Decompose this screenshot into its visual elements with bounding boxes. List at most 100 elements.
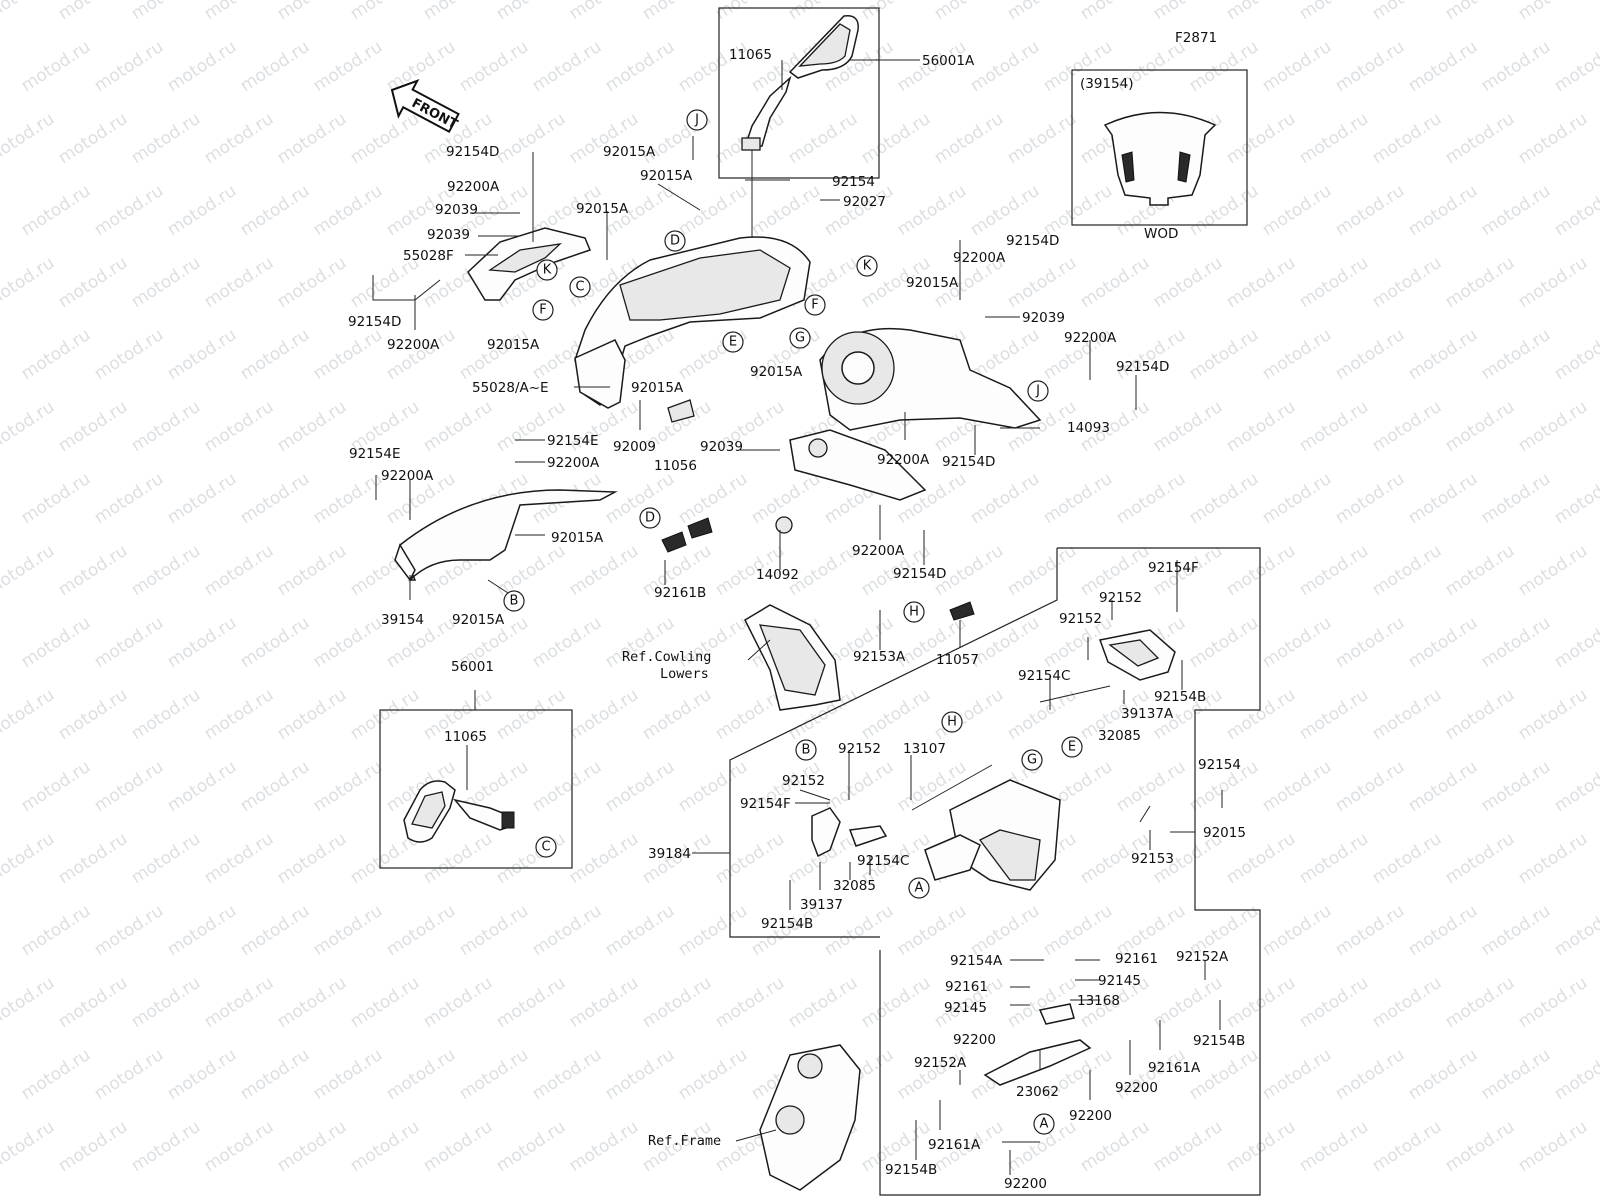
label-92039-1: 92039 xyxy=(435,202,478,218)
watermark-text: motod.ru xyxy=(1259,181,1335,240)
svg-text:E: E xyxy=(729,335,737,350)
watermark-text: motod.ru xyxy=(1004,0,1080,24)
label-92152A-1: 92152A xyxy=(1176,949,1229,965)
label-55028F: 55028F xyxy=(403,248,454,264)
watermark-text: motod.ru xyxy=(237,613,313,672)
watermark-text: motod.ru xyxy=(602,901,678,960)
svg-text:A: A xyxy=(915,881,924,896)
label-92200A-8: 92200A xyxy=(852,543,905,559)
label-92009: 92009 xyxy=(613,439,656,455)
watermark-text: motod.ru xyxy=(1296,829,1372,888)
watermark-text: motod.ru xyxy=(1332,181,1408,240)
watermark-text: motod.ru xyxy=(0,109,58,168)
watermark-text: motod.ru xyxy=(128,685,204,744)
watermark-text: motod.ru xyxy=(18,37,94,96)
watermark-text: motod.ru xyxy=(858,973,934,1032)
watermark-text: motod.ru xyxy=(1259,37,1335,96)
watermark-text: motod.ru xyxy=(566,1117,642,1176)
label-39137A: 39137A xyxy=(1121,706,1174,722)
watermark-text: motod.ru xyxy=(201,685,277,744)
watermark-text: motod.ru xyxy=(1332,1045,1408,1104)
leader-lines xyxy=(372,136,1223,1175)
watermark-text: motod.ru xyxy=(931,109,1007,168)
watermark-text: motod.ru xyxy=(639,0,715,24)
watermark-text: motod.ru xyxy=(128,973,204,1032)
watermark-text: motod.ru xyxy=(1515,397,1591,456)
watermark-text: motod.ru xyxy=(164,757,240,816)
watermark-text: motod.ru xyxy=(91,325,167,384)
watermark-text: motod.ru xyxy=(1478,1045,1554,1104)
svg-text:E: E xyxy=(1068,740,1076,755)
watermark-text: motod.ru xyxy=(1478,37,1554,96)
watermark-text: motod.ru xyxy=(201,397,277,456)
label-92154D-4: 92154D xyxy=(1116,359,1169,375)
label-56001: 56001 xyxy=(451,659,494,675)
watermark-text: motod.ru xyxy=(0,1117,58,1176)
watermark-text: motod.ru xyxy=(128,829,204,888)
watermark-text: motod.ru xyxy=(931,0,1007,24)
mirror-right-box xyxy=(718,7,880,179)
watermark-text: motod.ru xyxy=(1296,1117,1372,1176)
bolt-92153 xyxy=(1139,805,1151,823)
label-92152-4: 92152 xyxy=(782,773,825,789)
watermark-text: motod.ru xyxy=(1040,181,1116,240)
watermark-text: motod.ru xyxy=(675,37,751,96)
watermark-text: motod.ru xyxy=(18,325,94,384)
watermark-text: motod.ru xyxy=(201,109,277,168)
callout-E-top: E xyxy=(722,331,744,353)
watermark-text: motod.ru xyxy=(1369,109,1445,168)
watermark-text: motod.ru xyxy=(675,901,751,960)
right-cowl-piece xyxy=(819,327,1042,431)
watermark-text: motod.ru xyxy=(529,1045,605,1104)
callout-J-top: J xyxy=(686,109,708,131)
label-92154B-1: 92154B xyxy=(1154,689,1206,705)
watermark-text: motod.ru xyxy=(91,901,167,960)
watermark-text: motod.ru xyxy=(237,469,313,528)
watermark-text: motod.ru xyxy=(1259,901,1335,960)
watermark-text: motod.ru xyxy=(1369,685,1445,744)
part-labels: 92154D 92015A 92200A 92015A 92039 92015A… xyxy=(348,144,1246,1192)
watermark-text: motod.ru xyxy=(675,1045,751,1104)
watermark-text: motod.ru xyxy=(1442,253,1518,312)
label-39137: 39137 xyxy=(800,897,843,913)
watermark-text: motod.ru xyxy=(128,253,204,312)
svg-text:B: B xyxy=(510,594,519,609)
label-92154B-2: 92154B xyxy=(761,916,813,932)
watermark-text: motod.ru xyxy=(1369,1117,1445,1176)
watermark-text: motod.ru xyxy=(493,829,569,888)
watermark-text: motod.ru xyxy=(858,685,934,744)
inset-39154-caption: WOD xyxy=(1144,226,1178,242)
watermark-text: motod.ru xyxy=(785,109,861,168)
mirror-left-box xyxy=(379,709,573,869)
watermark-text: motod.ru xyxy=(602,757,678,816)
watermark-text: motod.ru xyxy=(274,397,350,456)
label-92015A-9: 92015A xyxy=(452,612,505,628)
watermark-text: motod.ru xyxy=(1515,829,1591,888)
watermark-text: motod.ru xyxy=(1551,901,1600,960)
watermark-text: motod.ru xyxy=(420,973,496,1032)
watermark-text: motod.ru xyxy=(1405,469,1481,528)
watermark-text: motod.ru xyxy=(1186,469,1262,528)
watermark-text: motod.ru xyxy=(310,37,386,96)
watermark-text: motod.ru xyxy=(0,397,58,456)
watermark-text: motod.ru xyxy=(91,181,167,240)
watermark-text: motod.ru xyxy=(1296,973,1372,1032)
watermark-text: motod.ru xyxy=(1478,901,1554,960)
watermark-text: motod.ru xyxy=(858,109,934,168)
callout-H-low: H xyxy=(941,711,963,733)
watermark-text: motod.ru xyxy=(1442,1117,1518,1176)
label-92154C-2: 92154C xyxy=(857,853,909,869)
callout-K-right: K xyxy=(856,255,878,277)
watermark-text: motod.ru xyxy=(18,1045,94,1104)
watermark-text: motod.ru xyxy=(0,973,58,1032)
watermark-text: motod.ru xyxy=(1332,613,1408,672)
watermark-text: motod.ru xyxy=(1442,541,1518,600)
label-39184: 39184 xyxy=(648,846,691,862)
watermark-text: motod.ru xyxy=(1551,37,1600,96)
label-92145-2: 92145 xyxy=(944,1000,987,1016)
watermark-text: motod.ru xyxy=(1150,973,1226,1032)
watermark-text: motod.ru xyxy=(1223,1117,1299,1176)
svg-text:G: G xyxy=(795,331,805,346)
watermark-text: motod.ru xyxy=(0,541,58,600)
watermark-text: motod.ru xyxy=(858,0,934,24)
